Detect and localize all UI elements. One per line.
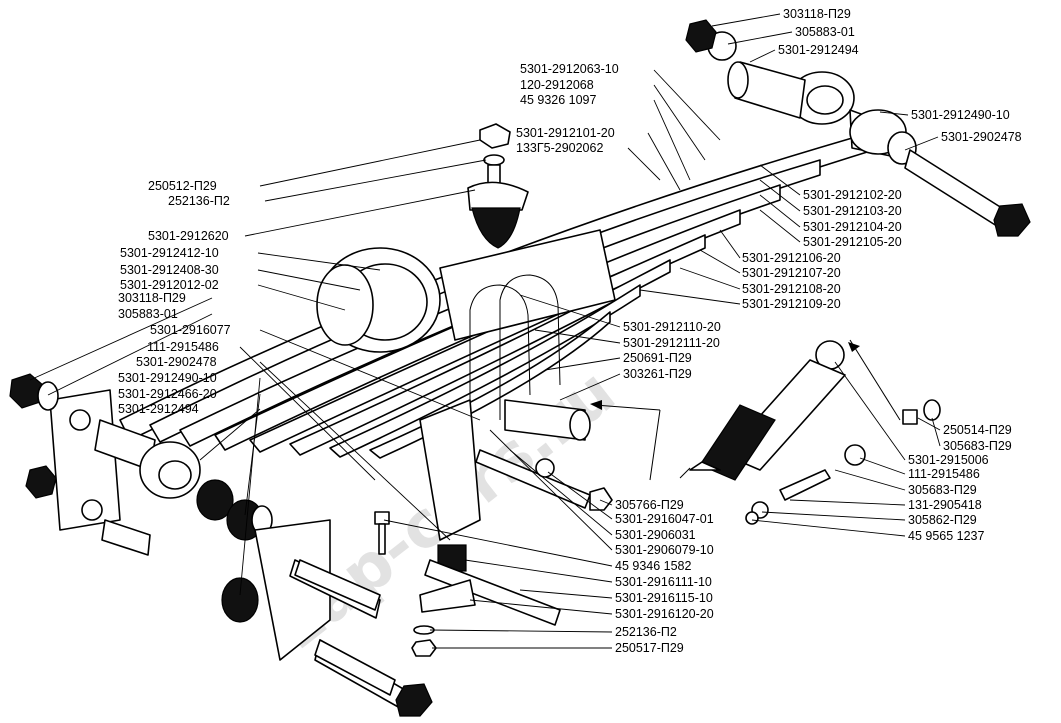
part-label: 5301-2912101-20 <box>516 126 615 140</box>
part-label: 120-2912068 <box>520 78 594 92</box>
part-label: 133Г5-2902062 <box>516 141 603 155</box>
part-label: 250512-П29 <box>148 179 217 193</box>
part-labels: 303118-П29 305883-01 5301-2912494 5301-2… <box>118 7 1022 655</box>
part-label: 5301-2916077 <box>150 323 231 337</box>
stabilizer-bracket <box>374 399 561 657</box>
direction-arrows <box>590 339 901 481</box>
part-label: 5301-2912110-20 <box>623 320 721 334</box>
part-label: 5301-2912109-20 <box>742 297 841 311</box>
part-label: 303118-П29 <box>783 7 851 21</box>
part-label: 5301-2916120-20 <box>615 607 714 621</box>
part-label: 252136-П2 <box>615 625 677 639</box>
part-label: 5301-2912102-20 <box>803 188 902 202</box>
leaf-spring-pack <box>119 129 881 459</box>
part-label: 45 9326 1097 <box>520 93 597 107</box>
part-label: 5301-2916115-10 <box>615 591 713 605</box>
part-label: 5301-2912490-10 <box>911 108 1010 122</box>
part-label: 111-2915486 <box>147 340 219 354</box>
part-label: 5301-2912103-20 <box>803 204 902 218</box>
part-label: 5301-2906079-10 <box>615 543 714 557</box>
part-label: 5301-2912105-20 <box>803 235 902 249</box>
part-label: 5301-2912620 <box>148 229 229 243</box>
part-label: 5301-2902478 <box>136 355 217 369</box>
part-label: 5301-2912111-20 <box>623 336 720 350</box>
part-label: 131-2905418 <box>908 498 982 512</box>
part-label: 305862-П29 <box>908 513 977 527</box>
bump-stop <box>467 123 529 249</box>
part-label: 111-2915486 <box>908 467 980 481</box>
part-label: 250517-П29 <box>615 641 684 655</box>
part-label: 305883-01 <box>795 25 855 39</box>
part-label: 303118-П29 <box>118 291 186 305</box>
part-label: 45 9346 1582 <box>615 559 692 573</box>
part-label: 305883-01 <box>118 307 178 321</box>
part-label: 303261-П29 <box>623 367 692 381</box>
front-eye-bushing <box>685 19 1031 237</box>
part-label: 252136-П2 <box>168 194 230 208</box>
part-label: 5301-2912490-10 <box>118 371 217 385</box>
long-bolts <box>294 559 396 696</box>
stabilizer-link <box>475 399 613 511</box>
axle-housing <box>316 229 616 353</box>
part-label: 5301-2912104-20 <box>803 220 902 234</box>
assembly-drawing <box>9 19 1031 717</box>
part-label: 250691-П29 <box>623 351 692 365</box>
part-label: 5301-2916111-10 <box>615 575 712 589</box>
u-bolts <box>469 274 561 420</box>
part-label: 5301-2912107-20 <box>742 266 841 280</box>
part-label: 5301-2912466-20 <box>118 387 217 401</box>
leader-lines <box>29 13 941 649</box>
part-label: 305683-П29 <box>943 439 1012 453</box>
part-label: 5301-2912494 <box>778 43 859 57</box>
part-label: 5301-2902478 <box>941 130 1022 144</box>
part-label: 5301-2906031 <box>615 528 696 542</box>
part-label: 5301-2912063-10 <box>520 62 619 76</box>
part-label: 5301-2912106-20 <box>742 251 841 265</box>
part-label: 5301-2916047-01 <box>615 512 714 526</box>
part-label: 305766-П29 <box>615 498 684 512</box>
part-label: 5301-2912012-02 <box>120 278 219 292</box>
rear-shackle <box>9 373 201 556</box>
part-label: 5301-2912108-20 <box>742 282 841 296</box>
shock-absorber <box>679 340 941 525</box>
part-label: 5301-2912408-30 <box>120 263 219 277</box>
part-label: 5301-2912412-10 <box>120 246 219 260</box>
part-label: 5301-2912494 <box>118 402 199 416</box>
part-label: 305683-П29 <box>908 483 977 497</box>
part-label: 45 9565 1237 <box>908 529 985 543</box>
part-label: 250514-П29 <box>943 423 1012 437</box>
part-label: 5301-2915006 <box>908 453 989 467</box>
